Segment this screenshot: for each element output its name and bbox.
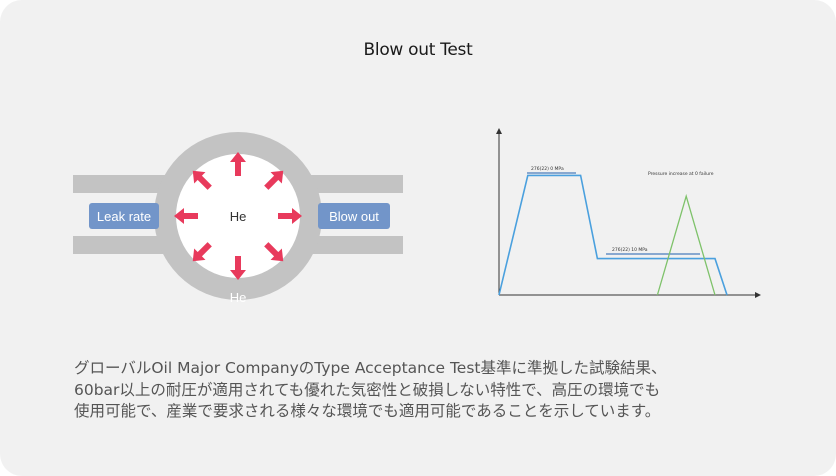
description-text: グローバルOil Major CompanyのType Acceptance T… [74, 359, 667, 420]
series-failure-line [656, 193, 716, 296]
annotation-upper: 276(22) 0 MPa [531, 166, 564, 172]
x-axis-arrow [755, 292, 761, 298]
annotation-lower: 276(22) 10 MPa [612, 247, 648, 253]
center-he-label: He [230, 209, 247, 224]
pressure-chart: 276(22) 0 MPa Pressure increase at 0 fai… [496, 128, 761, 298]
page-title: Blow out Test [363, 40, 473, 60]
pressure-arrows [174, 152, 302, 280]
annotation-failure: Pressure increase at 0 failure [648, 171, 714, 177]
blow-out-label: Blow out [329, 209, 379, 224]
y-axis-arrow [496, 128, 502, 134]
seal-diagram: Leak rate Blow out He He [73, 132, 403, 305]
series-pressure-line [498, 174, 728, 296]
leak-rate-badge [89, 203, 159, 229]
bottom-he-label: He [230, 290, 247, 305]
blow-out-badge [318, 203, 390, 229]
leak-rate-label: Leak rate [97, 209, 151, 224]
